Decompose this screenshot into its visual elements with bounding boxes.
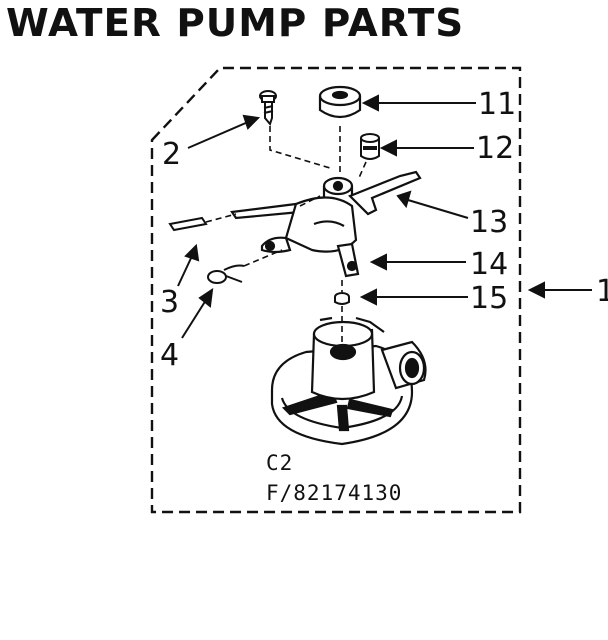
part-15-washer — [334, 292, 350, 305]
part-2-screw — [259, 90, 277, 127]
alignment-lines — [205, 126, 367, 346]
part-4-clip — [207, 264, 245, 284]
callout-1: 1 — [596, 274, 608, 309]
part-3-pin — [168, 216, 208, 232]
part-11-cap — [318, 85, 362, 119]
figure-code: F/82174130 — [266, 481, 402, 505]
callout-15: 15 — [470, 281, 508, 316]
assembly-frame — [150, 66, 522, 514]
part-12-bushing — [360, 133, 380, 160]
callout-3: 3 — [160, 285, 179, 320]
callout-13: 13 — [470, 205, 508, 240]
page-title: WATER PUMP PARTS — [6, 1, 465, 45]
group-code: C2 — [266, 451, 293, 475]
callout-2: 2 — [162, 137, 181, 172]
callout-11: 11 — [478, 87, 516, 122]
callout-12: 12 — [476, 131, 514, 166]
callout-14: 14 — [470, 247, 508, 282]
part-13-14-lever-assembly — [230, 170, 422, 278]
pump-housing — [270, 316, 427, 446]
leader-arrows — [177, 94, 592, 339]
callout-4: 4 — [160, 338, 179, 373]
